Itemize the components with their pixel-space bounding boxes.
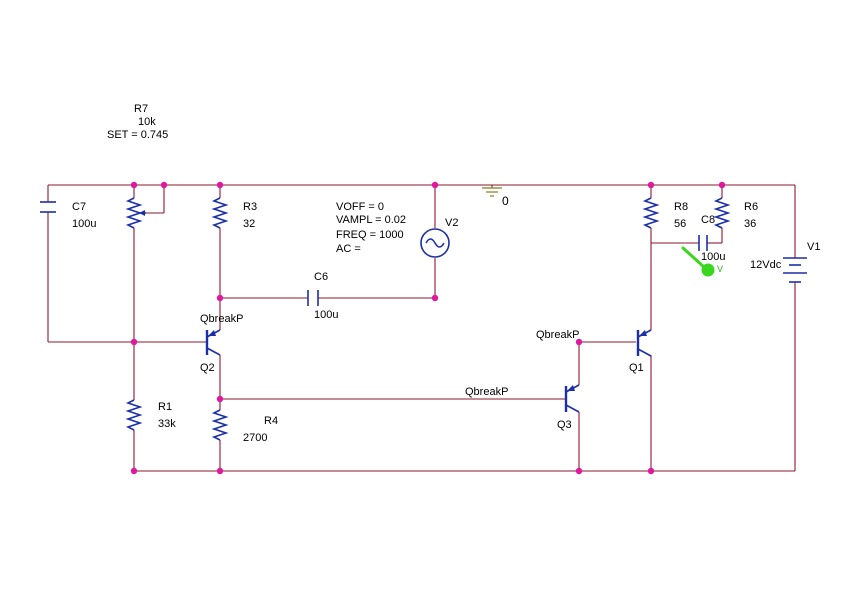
junction (130, 181, 138, 189)
junction (575, 338, 583, 346)
capacitor-c8[interactable] (698, 235, 708, 251)
junction (718, 181, 726, 189)
junction (216, 467, 224, 475)
c6-ref: C6 (314, 271, 328, 283)
q1-model: QbreakP (536, 329, 579, 341)
resistor-r4[interactable] (211, 409, 229, 441)
r7-value: 10k (138, 116, 156, 128)
v2-vampl: VAMPL = 0.02 (336, 214, 406, 226)
q3-model: QbreakP (465, 386, 508, 398)
c8-ref: C8 (701, 214, 715, 226)
wires (47, 184, 796, 472)
junctions (130, 181, 726, 475)
transistor-q2[interactable] (205, 329, 221, 356)
v2-voff: VOFF = 0 (336, 201, 384, 213)
v1-value: 12Vdc (750, 259, 782, 271)
capacitor-c6[interactable] (307, 290, 319, 306)
r1-ref: R1 (158, 401, 172, 413)
probe-label: V (717, 264, 723, 274)
junction (647, 181, 655, 189)
r6-ref: R6 (744, 201, 758, 213)
v2-ref: V2 (445, 217, 458, 229)
junction (160, 181, 168, 189)
ground-symbol (482, 187, 502, 197)
r3-value: 32 (243, 218, 255, 230)
junction (431, 181, 439, 189)
q2-model: QbreakP (200, 313, 243, 325)
r4-ref: R4 (264, 415, 278, 427)
junction (216, 294, 224, 302)
junction (216, 395, 224, 403)
capacitor-c7[interactable] (40, 201, 56, 213)
probe-head-icon (701, 263, 715, 277)
junction (431, 294, 439, 302)
c7-ref: C7 (72, 201, 86, 213)
r7-set: SET = 0.745 (107, 129, 168, 141)
junction (216, 181, 224, 189)
r8-ref: R8 (674, 201, 688, 213)
junction (647, 467, 655, 475)
r4-value: 2700 (243, 432, 267, 444)
potentiometer-r7[interactable] (125, 197, 146, 229)
ground-label: 0 (502, 194, 509, 208)
q1-ref: Q1 (629, 362, 644, 374)
r7-ref: R7 (134, 103, 148, 115)
resistor-r1[interactable] (125, 399, 143, 431)
transistor-q1[interactable] (636, 329, 652, 357)
voltage-probe[interactable] (681, 246, 715, 277)
v2-freq: FREQ = 1000 (336, 229, 404, 241)
q2-ref: Q2 (200, 362, 215, 374)
resistor-r8[interactable] (642, 197, 660, 229)
r1-value: 33k (158, 418, 176, 430)
q3-ref: Q3 (557, 419, 572, 431)
resistor-r3[interactable] (211, 197, 229, 229)
labels: R7 10k SET = 0.745 C7 100u R3 32 VOFF = … (72, 103, 820, 444)
c6-value: 100u (314, 309, 338, 321)
r6-value: 36 (744, 218, 756, 230)
junction (130, 338, 138, 346)
r8-value: 56 (674, 218, 686, 230)
junction (130, 467, 138, 475)
v2-ac: AC = (336, 243, 361, 255)
sine-source-v2[interactable] (420, 228, 450, 258)
transistor-q3[interactable] (564, 384, 580, 413)
c8-value: 100u (701, 251, 725, 263)
junction (575, 467, 583, 475)
r3-ref: R3 (243, 201, 257, 213)
resistor-r6[interactable] (713, 197, 731, 229)
c7-value: 100u (72, 218, 96, 230)
v1-ref: V1 (807, 241, 820, 253)
battery-v1[interactable] (783, 257, 807, 283)
